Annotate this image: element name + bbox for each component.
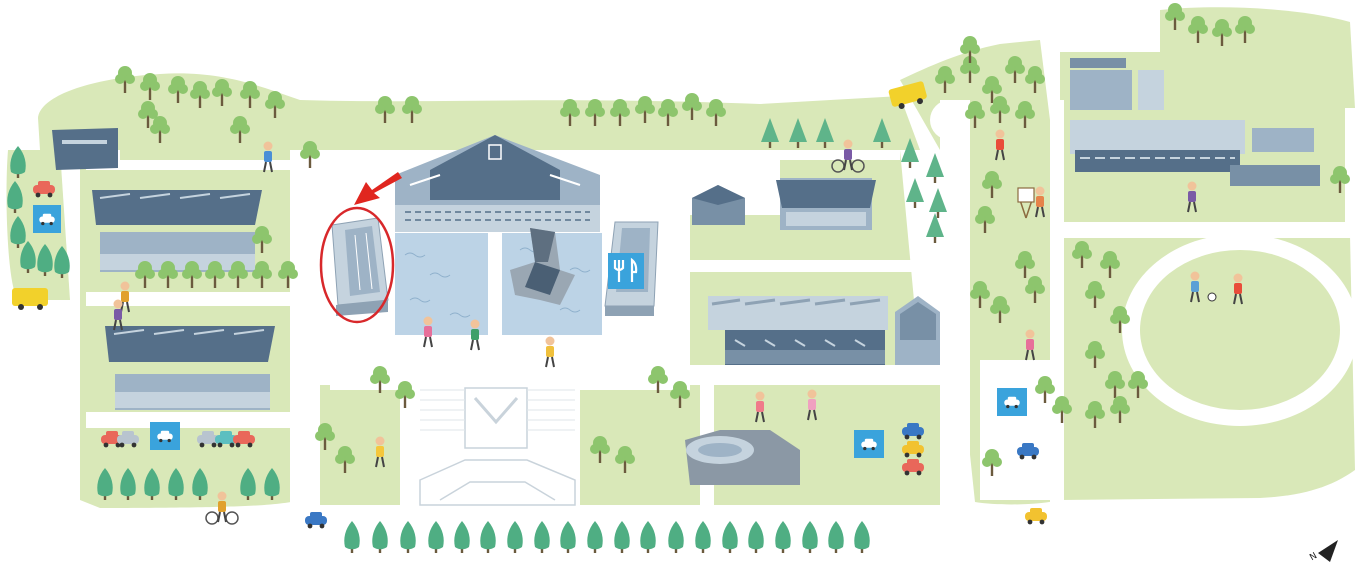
lecture-block[interactable]: [708, 296, 888, 365]
parking-badge-southwest: [150, 422, 180, 450]
small-pavilion[interactable]: [692, 185, 745, 225]
sports-field[interactable]: [1122, 234, 1358, 426]
northeast-top: [1160, 7, 1355, 108]
cyclists: [205, 138, 865, 525]
east-campus-buildings[interactable]: [1070, 58, 1320, 186]
north-arrow-icon: N: [1308, 540, 1338, 563]
easel: [1017, 187, 1035, 219]
highlight-ring: [319, 206, 395, 324]
people: [112, 128, 1244, 468]
gym[interactable]: [895, 296, 940, 365]
north-label: N: [1308, 551, 1319, 563]
parking-badge-west: [33, 205, 61, 233]
vans: [12, 81, 927, 310]
sculpture: [510, 228, 575, 305]
fork-knife-icon: [613, 257, 638, 282]
parking-badges[interactable]: [33, 205, 1027, 458]
highlighted-building[interactable]: [331, 217, 389, 316]
main-hall[interactable]: [395, 135, 600, 232]
main-plaza: [419, 387, 576, 506]
north-hall[interactable]: [776, 178, 876, 230]
auditorium[interactable]: [685, 430, 800, 485]
west-building-2[interactable]: [105, 326, 275, 410]
west-cottage[interactable]: [52, 128, 118, 170]
red-arrow-icon: [354, 172, 402, 205]
dining-badge[interactable]: [608, 253, 644, 289]
parking-badge-east: [997, 388, 1027, 416]
parking-badge-central: [854, 430, 884, 458]
